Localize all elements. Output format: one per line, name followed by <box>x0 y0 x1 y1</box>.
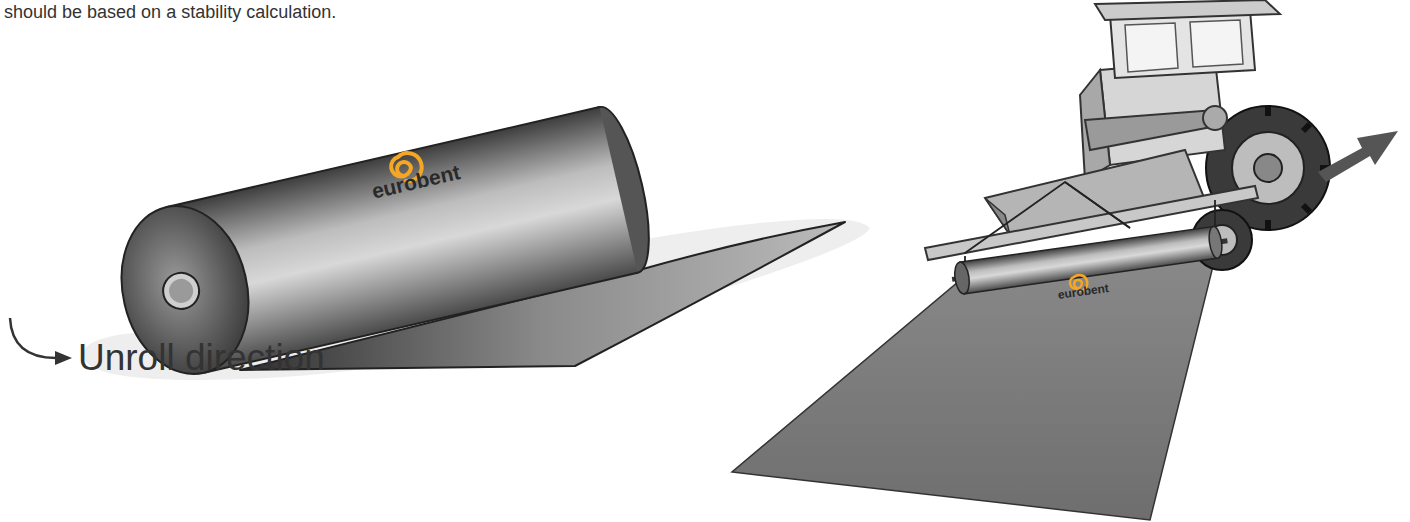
note-text: should be based on a stability calculati… <box>4 3 336 23</box>
travel-arrow <box>1318 131 1398 182</box>
direction-label: Unroll direction <box>78 338 325 379</box>
curved-arrow <box>10 318 56 358</box>
arrow-head <box>55 351 72 365</box>
